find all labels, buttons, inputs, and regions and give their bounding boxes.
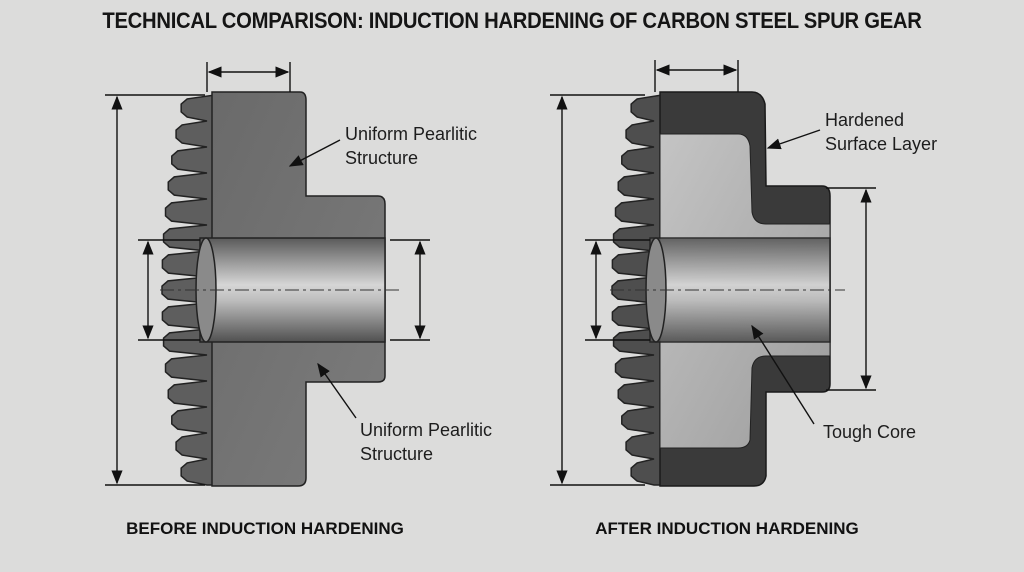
label-uniform-pearlitic-top-1: Uniform Pearlitic [345,124,477,144]
caption-before: BEFORE INDUCTION HARDENING [126,519,404,538]
gear-before [160,91,400,487]
label-tough-core: Tough Core [823,422,916,442]
label-uniform-pearlitic-bottom-1: Uniform Pearlitic [360,420,492,440]
label-uniform-pearlitic-top-2: Structure [345,148,418,168]
label-hardened-1: Hardened [825,110,904,130]
caption-after: AFTER INDUCTION HARDENING [595,519,859,538]
dimensions-before [105,62,430,486]
label-hardened-2: Surface Layer [825,134,937,154]
label-uniform-pearlitic-bottom-2: Structure [360,444,433,464]
diagram-title: TECHNICAL COMPARISON: INDUCTION HARDENIN… [102,8,922,33]
gear-after [610,91,845,487]
dimensions-after [550,60,876,486]
